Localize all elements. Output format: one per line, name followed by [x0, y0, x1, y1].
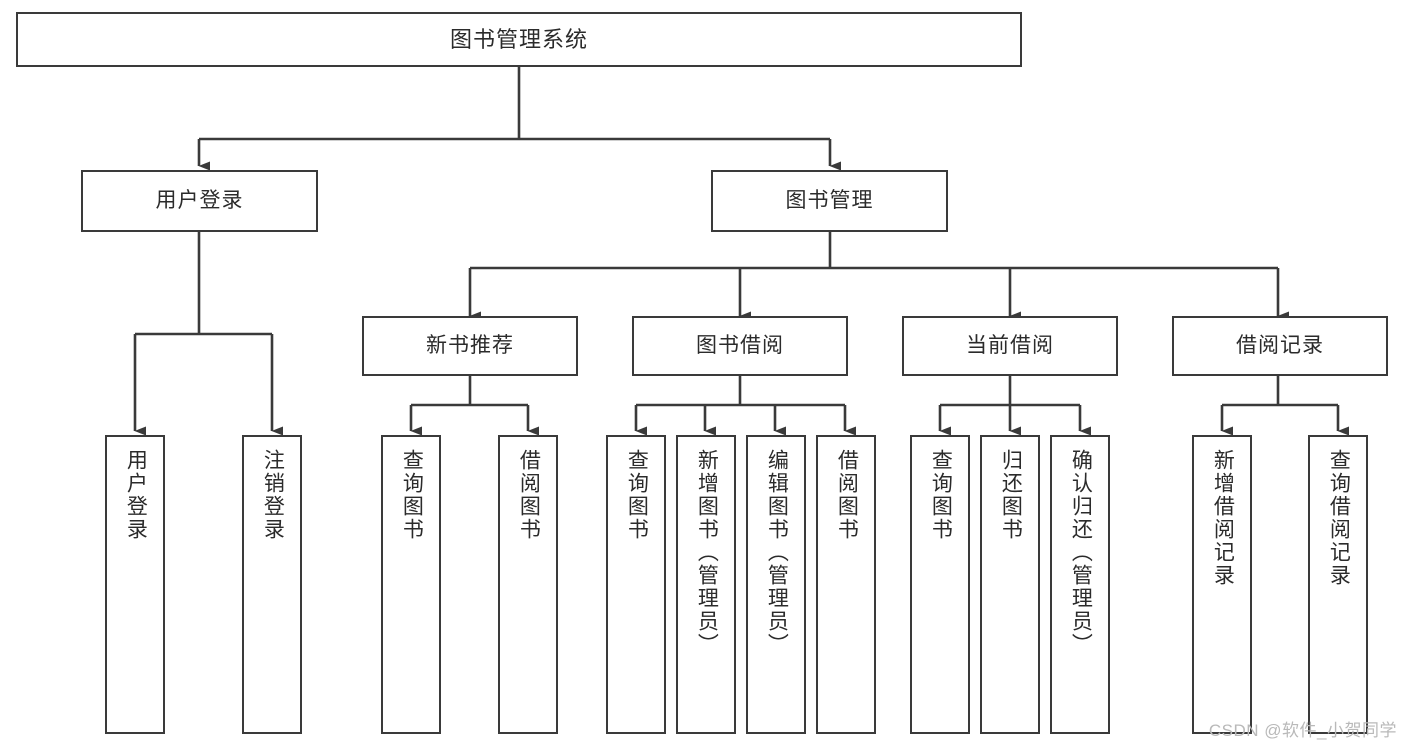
node-label: 借阅图书 [517, 449, 541, 541]
leaf-current-return-book[interactable]: 归还图书 [980, 435, 1040, 734]
node-label: 图书借阅 [696, 333, 784, 357]
node-label: 查询图书 [400, 449, 424, 541]
node-label: 归还图书 [999, 449, 1023, 541]
node-label: 图书管理系统 [449, 26, 588, 52]
leaf-new-book-query[interactable]: 查询图书 [381, 435, 441, 734]
leaf-record-query[interactable]: 查询借阅记录 [1308, 435, 1368, 734]
node-label: 新增借阅记录 [1211, 449, 1235, 587]
node-user-login[interactable]: 用户登录 [81, 170, 318, 232]
node-label: 注销登录 [261, 449, 285, 541]
node-label: 借阅图书 [835, 449, 859, 541]
leaf-borrow-query-book[interactable]: 查询图书 [606, 435, 666, 734]
node-label: 新增图书（管理员） [695, 449, 719, 656]
leaf-borrow-edit-book[interactable]: 编辑图书（管理员） [746, 435, 806, 734]
node-label: 编辑图书（管理员） [765, 449, 789, 656]
node-borrow-record[interactable]: 借阅记录 [1172, 316, 1388, 376]
node-book-borrow[interactable]: 图书借阅 [632, 316, 848, 376]
leaf-user-logout[interactable]: 注销登录 [242, 435, 302, 734]
leaf-user-login[interactable]: 用户登录 [105, 435, 165, 734]
node-label: 查询图书 [929, 449, 953, 541]
node-label: 当前借阅 [966, 333, 1054, 357]
node-root-system[interactable]: 图书管理系统 [16, 12, 1022, 67]
node-label: 新书推荐 [426, 333, 514, 357]
leaf-new-book-borrow[interactable]: 借阅图书 [498, 435, 558, 734]
node-label: 图书管理 [785, 188, 874, 212]
watermark: CSDN @软件_小贺同学 [1208, 721, 1397, 740]
node-label: 用户登录 [124, 449, 148, 541]
node-book-management[interactable]: 图书管理 [711, 170, 948, 232]
leaf-record-add[interactable]: 新增借阅记录 [1192, 435, 1252, 734]
node-label: 查询借阅记录 [1327, 449, 1351, 587]
node-label: 用户登录 [155, 188, 244, 212]
node-label: 确认归还（管理员） [1069, 449, 1093, 656]
node-current-borrow[interactable]: 当前借阅 [902, 316, 1118, 376]
node-new-book-recommend[interactable]: 新书推荐 [362, 316, 578, 376]
leaf-current-query-book[interactable]: 查询图书 [910, 435, 970, 734]
node-label: 借阅记录 [1236, 333, 1324, 357]
leaf-current-confirm-return[interactable]: 确认归还（管理员） [1050, 435, 1110, 734]
leaf-borrow-lend-book[interactable]: 借阅图书 [816, 435, 876, 734]
node-label: 查询图书 [625, 449, 649, 541]
leaf-borrow-add-book[interactable]: 新增图书（管理员） [676, 435, 736, 734]
